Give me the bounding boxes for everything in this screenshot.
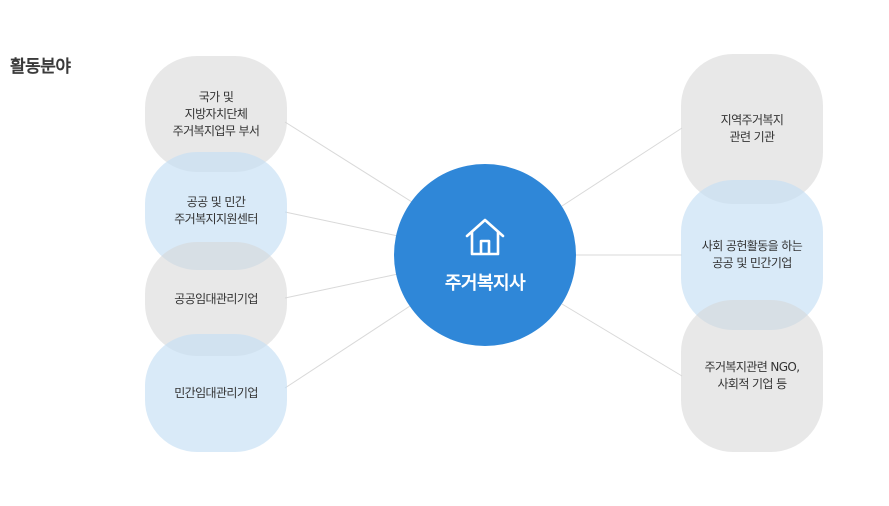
left-item-3-label: 공공임대관리기업 [174, 291, 258, 306]
connector-line [561, 303, 683, 377]
center-label: 주거복지사 [444, 273, 526, 294]
connector-line [284, 211, 399, 237]
right-item-3: 주거복지관련 NGO, 사회적 기업 등 [681, 300, 823, 452]
right-item-3-label: 주거복지관련 NGO, 사회적 기업 등 [704, 360, 801, 391]
connector-line [561, 127, 683, 207]
left-item-1-label: 국가 및 지방자치단체 주거복지업무 부서 [172, 89, 260, 138]
connector-line [284, 305, 411, 389]
connector-line [284, 273, 399, 299]
right-item-1-label: 지역주거복지 관련 기관 [720, 113, 784, 144]
left-item-1: 국가 및 지방자치단체 주거복지업무 부서 [145, 56, 287, 172]
house-icon [465, 218, 505, 256]
section-title: 활동분야 [10, 57, 71, 77]
connector-line [284, 121, 413, 203]
center-node: 주거복지사 [394, 164, 576, 346]
left-item-2-label: 공공 및 민간 주거복지지원센터 [174, 195, 258, 226]
right-item-2: 사회 공헌활동을 하는 공공 및 민간기업 [681, 180, 823, 330]
right-item-2-label: 사회 공헌활동을 하는 공공 및 민간기업 [701, 239, 803, 270]
left-item-4-label: 민간임대관리기업 [174, 385, 258, 400]
left-item-4: 민간임대관리기업 [145, 334, 287, 452]
right-item-1: 지역주거복지 관련 기관 [681, 54, 823, 204]
